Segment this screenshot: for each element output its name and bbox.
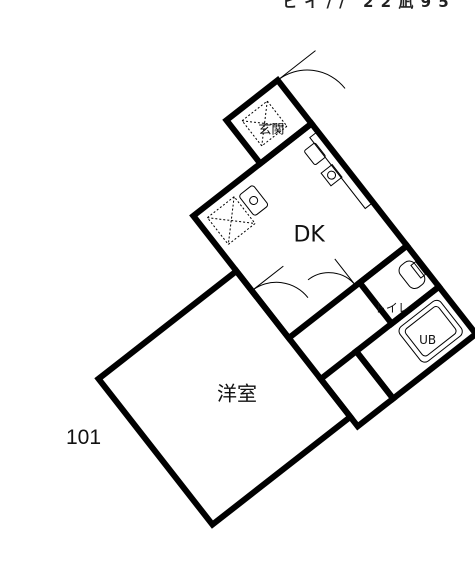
entrance <box>222 50 346 168</box>
label-unit-bath: UB <box>419 333 436 347</box>
western-room <box>94 266 355 529</box>
storage <box>316 347 398 431</box>
label-toilet: トイレ <box>374 301 410 315</box>
unit-number: 101 <box>66 426 102 449</box>
label-western-room: 洋室 <box>217 381 257 405</box>
label-dk: DK <box>293 223 325 248</box>
kitchen-counter <box>304 130 374 210</box>
label-entrance: 玄関 <box>258 122 284 137</box>
door-swings <box>251 258 357 298</box>
cropped-header-text: ヒ イ / / ′ 2 2 凪 9 5 <box>282 0 450 11</box>
